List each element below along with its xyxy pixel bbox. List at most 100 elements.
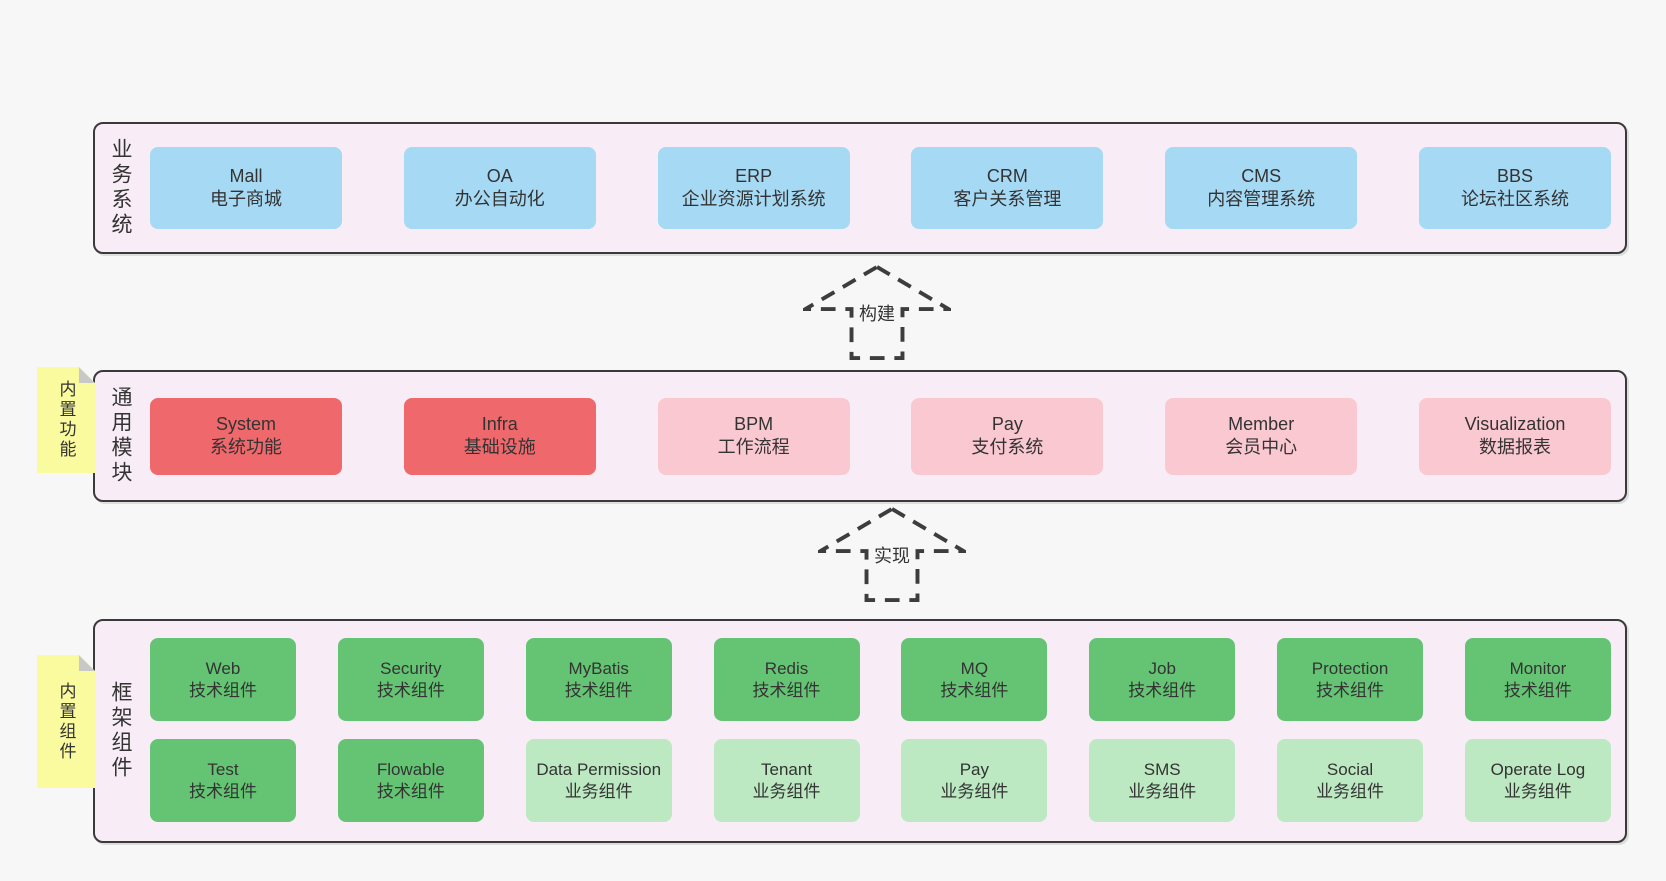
box-title: Tenant [761, 760, 813, 780]
box-subtitle: 业务组件 [1503, 781, 1572, 801]
sticky-note-built-in-features: 内置功能 [37, 367, 95, 473]
box-title: SMS [1143, 760, 1181, 780]
box-pay-module: Pay 支付系统 [911, 397, 1104, 475]
box-visualization: Visualization 数据报表 [1418, 397, 1611, 475]
box-title: Operate Log [1490, 760, 1586, 780]
box-member: Member 会员中心 [1165, 397, 1358, 475]
band-business-systems-content: Mall 电子商城 OA 办公自动化 ERP 企业资源计划系统 CRM 客户关系… [150, 124, 1611, 252]
framework-row-1: Web 技术组件 Security 技术组件 MyBatis 技术组件 Redi… [150, 638, 1611, 721]
box-test: Test 技术组件 [150, 739, 296, 822]
box-tenant: Tenant 业务组件 [713, 739, 860, 822]
box-bbs: BBS 论坛社区系统 [1418, 147, 1611, 229]
arrow-build: 构建 [803, 264, 951, 362]
framework-row-2: Test 技术组件 Flowable 技术组件 Data Permission … [150, 739, 1611, 822]
box-title: Visualization [1464, 413, 1566, 434]
box-social: Social 业务组件 [1277, 739, 1424, 822]
box-title: Infra [481, 413, 518, 434]
box-title: Web [205, 659, 241, 679]
box-title: Security [380, 659, 442, 679]
arrow-build-label: 构建 [856, 300, 898, 326]
box-subtitle: 支付系统 [971, 437, 1044, 457]
box-subtitle: 技术组件 [376, 781, 445, 801]
box-pay-component: Pay 业务组件 [901, 739, 1048, 822]
box-sms: SMS 业务组件 [1089, 739, 1236, 822]
box-title: BBS [1496, 165, 1533, 186]
box-subtitle: 客户关系管理 [953, 189, 1062, 209]
box-subtitle: 技术组件 [1316, 680, 1385, 700]
box-subtitle: 业务组件 [1316, 781, 1385, 801]
box-operate-log: Operate Log 业务组件 [1464, 739, 1611, 822]
box-infra: Infra 基础设施 [403, 397, 596, 475]
box-subtitle: 技术组件 [940, 680, 1009, 700]
box-subtitle: 系统功能 [210, 437, 282, 457]
band-common-modules: 通用模块 System 系统功能 Infra 基础设施 BPM 工作流程 Pay… [93, 370, 1627, 502]
band-business-systems: 业务系统 Mall 电子商城 OA 办公自动化 ERP 企业资源计划系统 CRM… [93, 122, 1627, 254]
box-subtitle: 技术组件 [564, 680, 633, 700]
box-title: Test [207, 760, 239, 780]
box-subtitle: 内容管理系统 [1207, 189, 1316, 209]
box-title: Pay [991, 413, 1023, 434]
box-mybatis: MyBatis 技术组件 [525, 638, 672, 721]
box-subtitle: 业务组件 [1128, 781, 1197, 801]
box-title: Social [1326, 760, 1374, 780]
box-title: MyBatis [568, 659, 629, 679]
box-erp: ERP 企业资源计划系统 [657, 147, 850, 229]
box-title: Member [1228, 413, 1295, 434]
box-subtitle: 会员中心 [1225, 437, 1298, 457]
box-cms: CMS 内容管理系统 [1165, 147, 1358, 229]
box-title: Flowable [376, 760, 445, 780]
box-title: CRM [986, 165, 1028, 186]
box-subtitle: 业务组件 [940, 781, 1009, 801]
arrow-up-icon [818, 506, 966, 603]
box-title: CMS [1241, 165, 1282, 186]
box-web: Web 技术组件 [150, 638, 296, 721]
box-title: MQ [960, 659, 989, 679]
arrow-up-icon [803, 264, 951, 361]
box-subtitle: 论坛社区系统 [1460, 189, 1569, 209]
box-title: ERP [735, 165, 773, 186]
box-protection: Protection 技术组件 [1277, 638, 1424, 721]
box-security: Security 技术组件 [337, 638, 484, 721]
box-system: System 系统功能 [150, 397, 342, 475]
box-crm: CRM 客户关系管理 [911, 147, 1104, 229]
arrow-implement-label: 实现 [871, 542, 913, 568]
band-business-systems-label: 业务系统 [109, 138, 132, 238]
box-title: System [215, 413, 276, 434]
box-bpm: BPM 工作流程 [657, 397, 850, 475]
box-title: Job [1148, 659, 1176, 679]
box-subtitle: 技术组件 [189, 781, 257, 801]
folded-corner-icon [79, 367, 95, 383]
box-redis: Redis 技术组件 [713, 638, 860, 721]
box-mall: Mall 电子商城 [150, 147, 342, 229]
band-framework-components: 框架组件 Web 技术组件 Security 技术组件 MyBatis 技术组件… [93, 619, 1627, 843]
box-data-permission: Data Permission 业务组件 [525, 739, 672, 822]
box-title: Pay [959, 760, 990, 780]
box-flowable: Flowable 技术组件 [337, 739, 484, 822]
box-title: Redis [764, 659, 809, 679]
sticky-built-in-components-label: 内置组件 [56, 681, 76, 762]
box-subtitle: 技术组件 [376, 680, 445, 700]
box-subtitle: 电子商城 [210, 189, 282, 209]
band-framework-components-label: 框架组件 [109, 681, 132, 781]
box-subtitle: 工作流程 [717, 437, 790, 457]
box-title: Monitor [1509, 659, 1567, 679]
box-title: BPM [734, 413, 774, 434]
box-subtitle: 技术组件 [1503, 680, 1572, 700]
box-title: OA [486, 165, 513, 186]
band-common-modules-label: 通用模块 [109, 386, 132, 486]
box-subtitle: 技术组件 [752, 680, 821, 700]
box-monitor: Monitor 技术组件 [1464, 638, 1611, 721]
band-common-modules-content: System 系统功能 Infra 基础设施 BPM 工作流程 Pay 支付系统… [150, 372, 1611, 500]
box-subtitle: 技术组件 [189, 680, 257, 700]
box-subtitle: 办公自动化 [454, 189, 545, 209]
box-subtitle: 技术组件 [1128, 680, 1197, 700]
box-title: Protection [1311, 659, 1389, 679]
band-framework-components-content: Web 技术组件 Security 技术组件 MyBatis 技术组件 Redi… [150, 621, 1611, 841]
box-subtitle: 业务组件 [752, 781, 821, 801]
sticky-built-in-features-label: 内置功能 [56, 380, 76, 460]
arrow-implement: 实现 [818, 506, 966, 604]
box-title: Data Permission [536, 760, 662, 780]
sticky-note-built-in-components: 内置组件 [37, 655, 95, 788]
box-oa: OA 办公自动化 [403, 147, 596, 229]
